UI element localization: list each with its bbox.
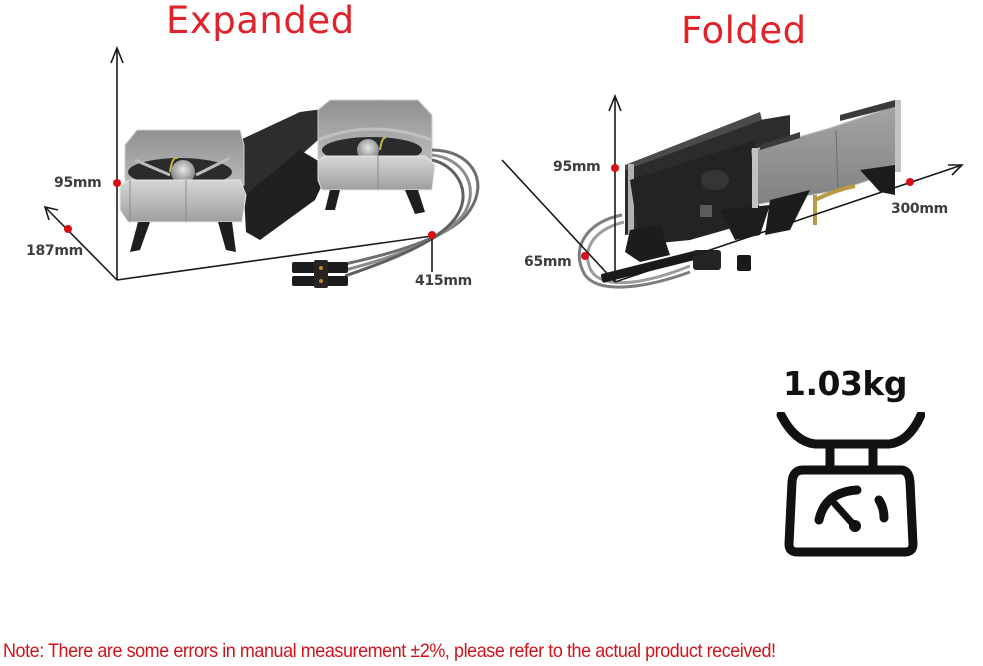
measurement-note: Note: There are some errors in manual me…	[3, 641, 776, 662]
expanded-depth-label: 187mm	[26, 243, 83, 259]
folded-depth-label: 65mm	[524, 254, 572, 270]
expanded-stove-illustration	[43, 45, 480, 288]
folded-title: Folded	[681, 9, 807, 52]
folded-measure-markers	[581, 164, 914, 260]
expanded-height-label: 95mm	[54, 175, 102, 191]
folded-axes	[501, 93, 964, 283]
kitchen-scale-icon	[776, 412, 925, 557]
expanded-measure-markers	[64, 179, 436, 239]
weight-value: 1.03kg	[783, 364, 908, 403]
expanded-title: Expanded	[166, 0, 355, 42]
folded-length-label: 300mm	[891, 201, 948, 217]
expanded-axes	[43, 45, 433, 281]
folded-height-label: 95mm	[553, 159, 601, 175]
expanded-length-label: 415mm	[415, 273, 472, 289]
folded-stove-illustration	[501, 93, 964, 289]
